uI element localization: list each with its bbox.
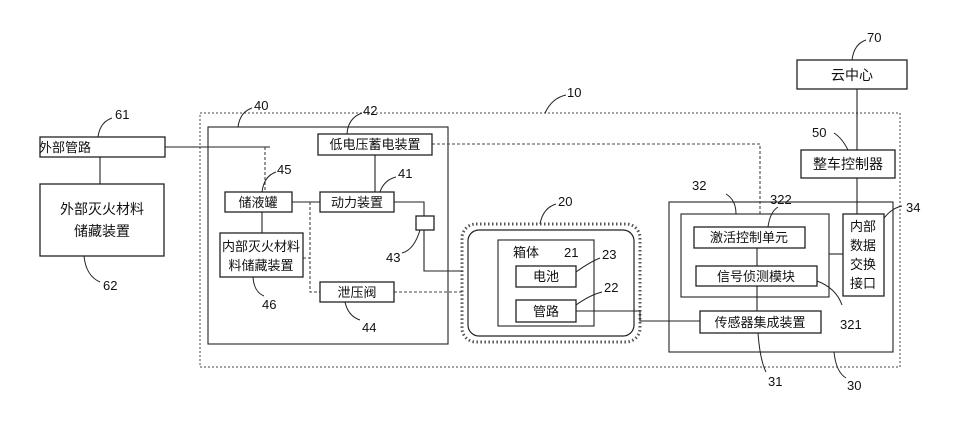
- num-50: 50: [812, 125, 826, 140]
- num-34: 34: [906, 200, 920, 215]
- internal-storage-box: [219, 232, 304, 278]
- interface-label-1: 内部: [850, 219, 876, 235]
- power-unit-label: 动力装置: [331, 196, 383, 211]
- interface-label-2: 数据: [850, 239, 876, 254]
- num-46: 46: [262, 297, 276, 312]
- num-42: 42: [363, 103, 377, 118]
- unit-30-frame: [668, 201, 894, 353]
- valve-43-symbol: [415, 215, 435, 231]
- low-voltage-label: 低电压蓄电装置: [329, 138, 420, 153]
- signal-detect-box: [695, 265, 818, 287]
- signal-detect-label: 信号侦测模块: [717, 270, 795, 285]
- num-10: 10: [567, 85, 581, 100]
- num-321: 321: [840, 317, 862, 332]
- num-23: 23: [602, 247, 616, 262]
- num-22: 22: [604, 280, 618, 295]
- num-61: 61: [115, 107, 129, 122]
- activation-unit-box: [693, 226, 806, 249]
- num-30: 30: [847, 378, 861, 393]
- system-boundary-10: [199, 112, 901, 368]
- interface-label-3: 交换: [850, 257, 876, 273]
- internal-storage-label-2: 料储藏装置: [228, 259, 293, 274]
- num-20: 20: [558, 194, 572, 209]
- pipe-box: [515, 299, 577, 323]
- external-storage-label-1: 外部灭火材料: [60, 202, 144, 218]
- box-21-label: 箱体: [513, 245, 539, 261]
- reservoir-box: [224, 191, 293, 213]
- battery-box: [515, 265, 577, 288]
- relief-valve-box: [319, 281, 395, 303]
- low-voltage-box: [317, 133, 433, 156]
- sensor-integration-box: [699, 310, 822, 334]
- num-41: 41: [398, 166, 412, 181]
- internal-storage-label-1: 内部灭火材料: [222, 239, 300, 255]
- num-43: 43: [386, 250, 400, 265]
- external-storage-box: [39, 183, 165, 257]
- unit-32-frame: [680, 213, 830, 298]
- num-62: 62: [103, 278, 117, 293]
- relief-valve-label: 泄压阀: [337, 286, 376, 301]
- num-44: 44: [362, 320, 376, 335]
- unit-40-frame: [207, 126, 449, 345]
- data-interface-box: [842, 213, 885, 297]
- num-70: 70: [867, 30, 881, 45]
- external-pipe-label: 外部管路: [39, 140, 91, 156]
- external-storage-label-2: 储藏装置: [74, 224, 130, 240]
- cloud-center-label: 云中心: [831, 68, 873, 84]
- enclosure-20-shell: [460, 222, 642, 344]
- activation-unit-label: 激活控制单元: [710, 231, 788, 246]
- battery-label: 电池: [533, 270, 559, 285]
- num-322: 322: [770, 192, 792, 207]
- interface-label-4: 接口: [850, 276, 876, 292]
- num-45: 45: [277, 162, 291, 177]
- reservoir-label: 储液罐: [238, 196, 277, 211]
- sensor-integration-label: 传感器集成装置: [714, 315, 805, 331]
- num-40: 40: [254, 98, 268, 113]
- pipe-label: 管路: [533, 304, 559, 320]
- box-21-frame: [497, 239, 595, 327]
- num-21: 21: [564, 245, 578, 260]
- enclosure-20-inner: [467, 229, 635, 337]
- vehicle-controller-label: 整车控制器: [813, 156, 883, 173]
- power-unit-box: [319, 191, 395, 213]
- external-pipe-box: [39, 136, 166, 158]
- num-31: 31: [768, 374, 782, 389]
- num-32: 32: [692, 178, 706, 193]
